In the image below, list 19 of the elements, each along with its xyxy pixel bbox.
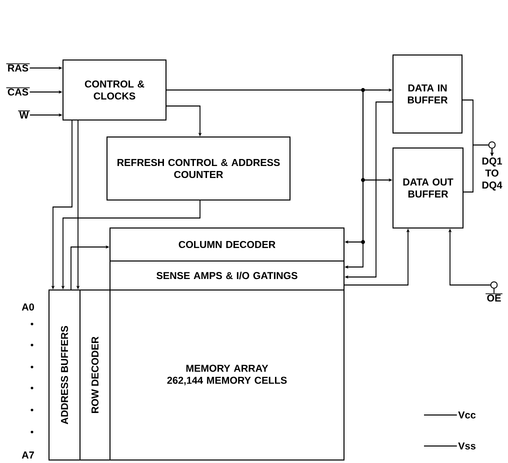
pin-label: RAS xyxy=(6,63,30,72)
supply-label: Vss xyxy=(458,442,476,450)
refresh-box: REFRESH CONTROL & ADDRESS COUNTER xyxy=(106,136,290,200)
buffer-box: DATA OUT BUFFER xyxy=(392,148,464,228)
address-buffer-box: ADDRESS BUFFERS xyxy=(48,290,80,460)
sense-amp-box: SENSE AMPS & I/O GATINGS xyxy=(110,260,344,290)
address-pin-label: A7 xyxy=(22,452,34,458)
pin-label: OE xyxy=(485,293,503,302)
supply-label: Vcc xyxy=(458,412,476,418)
control-box: CONTROL & CLOCKS xyxy=(62,60,166,120)
signal-line xyxy=(463,144,494,192)
decoder-box: COLUMN DECODER xyxy=(110,228,344,262)
pin-label: W xyxy=(18,110,30,118)
buffer-box: DATA IN BUFFER xyxy=(392,54,462,134)
pin-label: CAS xyxy=(6,87,30,96)
address-pin-label: A0 xyxy=(22,303,34,311)
supply-line xyxy=(424,414,458,416)
row-decoder-box: ROW DECODER xyxy=(80,290,110,460)
pin-label: DQ1 TO DQ4 xyxy=(482,158,502,190)
